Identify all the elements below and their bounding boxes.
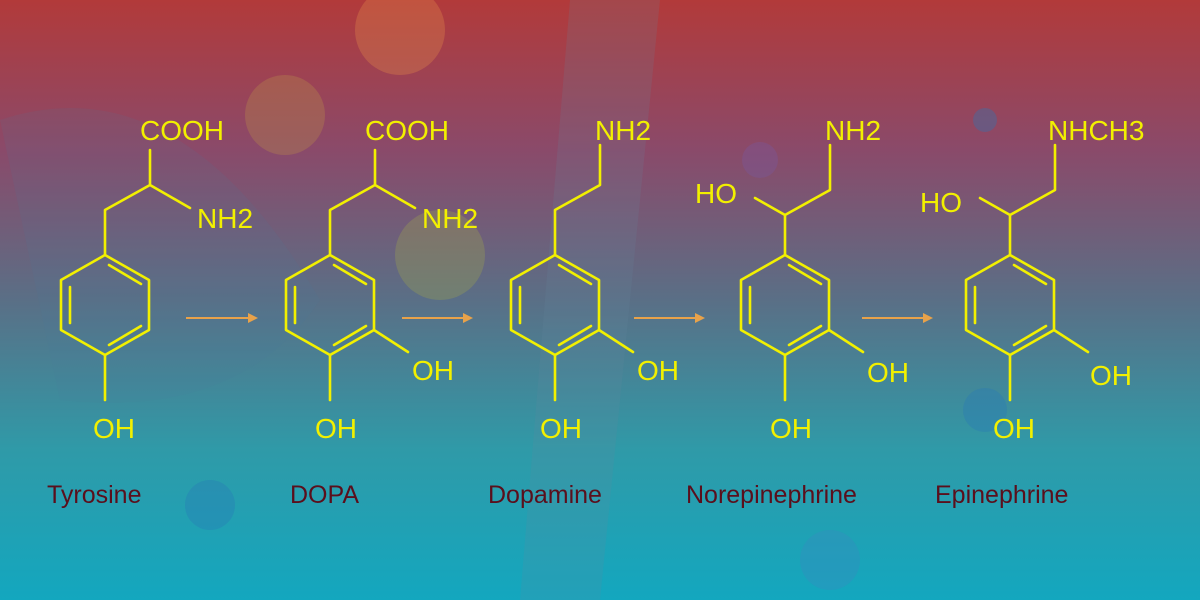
arrow-4 [862, 313, 933, 323]
name-dopamine: Dopamine [488, 481, 602, 509]
compound-dopa: COOH NH2 OH OH [284, 115, 478, 444]
norepinephrine-oh-bonds [783, 328, 865, 402]
dopa-oh-bonds [328, 328, 410, 402]
tyrosine-oh-label: OH [93, 413, 135, 444]
norepinephrine-ring [739, 253, 831, 357]
epinephrine-ring [964, 253, 1056, 357]
norepinephrine-side-chain [753, 143, 832, 257]
epinephrine-ho-label: HO [920, 187, 962, 218]
compound-epinephrine: NHCH3 HO OH OH [920, 115, 1144, 444]
epinephrine-nhch3-label: NHCH3 [1048, 115, 1144, 146]
name-dopa: DOPA [290, 481, 359, 509]
compound-names: Tyrosine DOPA Dopamine Norepinephrine Ep… [47, 481, 1068, 509]
name-norepinephrine: Norepinephrine [686, 481, 857, 509]
dopa-meta-oh-label: OH [412, 355, 454, 386]
dopa-side-chain [328, 148, 417, 257]
dopa-nh2-label: NH2 [422, 203, 478, 234]
background-decoration [0, 0, 1007, 600]
compound-dopamine: NH2 OH OH [509, 115, 679, 444]
dopamine-para-oh-label: OH [540, 413, 582, 444]
epinephrine-meta-oh-label: OH [1090, 360, 1132, 391]
tyrosine-ring-double-bonds [68, 263, 143, 347]
compound-norepinephrine: NH2 HO OH OH [695, 115, 909, 444]
norepinephrine-ring-double-bonds [748, 263, 823, 347]
dopa-cooh-label: COOH [365, 115, 449, 146]
reaction-arrows [186, 313, 933, 323]
dopamine-side-chain [553, 143, 602, 257]
dopamine-oh-bonds [553, 328, 635, 402]
arrow-3 [634, 313, 705, 323]
name-tyrosine: Tyrosine [47, 481, 141, 509]
norepinephrine-para-oh-label: OH [770, 413, 812, 444]
epinephrine-ring-double-bonds [973, 263, 1048, 347]
name-epinephrine: Epinephrine [935, 481, 1068, 509]
tyrosine-nh2-label: NH2 [197, 203, 253, 234]
tyrosine-side-chain [103, 148, 192, 257]
norepinephrine-ho-label: HO [695, 178, 737, 209]
dopa-ring-double-bonds [293, 263, 368, 347]
norepinephrine-nh2-label: NH2 [825, 115, 881, 146]
dopa-para-oh-label: OH [315, 413, 357, 444]
norepinephrine-meta-oh-label: OH [867, 357, 909, 388]
dopamine-meta-oh-label: OH [637, 355, 679, 386]
dopamine-ring-double-bonds [518, 263, 593, 347]
compound-tyrosine: COOH NH2 OH [59, 115, 253, 444]
tyrosine-cooh-label: COOH [140, 115, 224, 146]
dopamine-nh2-label: NH2 [595, 115, 651, 146]
epinephrine-para-oh-label: OH [993, 413, 1035, 444]
epinephrine-oh-bonds [1008, 328, 1090, 402]
epinephrine-side-chain [978, 143, 1057, 257]
arrow-1 [186, 313, 258, 323]
arrow-2 [402, 313, 473, 323]
